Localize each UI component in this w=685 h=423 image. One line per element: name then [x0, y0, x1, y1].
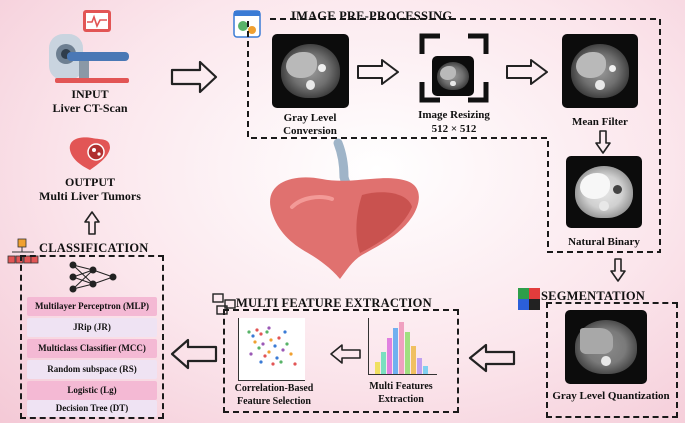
natural-binary-label: Natural Binary [568, 236, 640, 248]
neural-network-icon [68, 260, 118, 294]
feature-extraction-box [223, 309, 459, 413]
feature-extraction-title: MULTI FEATURE EXTRACTION [236, 296, 432, 310]
method-mlp: Multilayer Perceptron (MLP) [27, 297, 157, 316]
quantization-label: Gray Level Quantization [552, 390, 670, 402]
quantization-ct-image [565, 310, 647, 384]
liver-illustration [262, 138, 422, 283]
input-title: INPUT [71, 87, 109, 101]
method-jrip: JRip (JR) [27, 318, 157, 337]
gray-level-label: Gray Level Conversion [283, 112, 337, 137]
output-subtitle: Multi Liver Tumors [39, 189, 141, 203]
tumor-liver-icon [68, 134, 112, 172]
output-title: OUTPUT [64, 175, 115, 189]
arrow-down-icon [595, 130, 611, 159]
mean-filter-ct-image [562, 34, 638, 108]
mean-filter-label: Mean Filter [572, 116, 628, 128]
classification-title: CLASSIFICATION [39, 241, 149, 255]
method-dt: Decision Tree (DT) [27, 400, 157, 417]
segmentation-title: SEGMENTATION [541, 289, 646, 303]
arrow-right-icon [505, 58, 549, 91]
classification-icon [7, 238, 39, 268]
resizing-size: 512 × 512 [431, 123, 477, 135]
method-mcc: Multiclass Classifier (MCC) [27, 339, 157, 358]
feature-histogram [368, 318, 437, 375]
input-subtitle: Liver CT-Scan [52, 101, 128, 115]
method-lg: Logistic (Lg) [27, 381, 157, 400]
resize-icon [418, 32, 490, 104]
correlation-label: Correlation-Based Feature Selection [234, 383, 314, 407]
method-rs: Random subspace (RS) [27, 360, 157, 379]
segmentation-icon [518, 288, 540, 310]
arrow-down-icon [610, 258, 626, 287]
segmentation-box [546, 302, 678, 418]
classification-box [20, 255, 164, 419]
multi-features-label: Multi Features Extraction [369, 381, 433, 405]
ct-scanner-icon [45, 8, 135, 86]
gray-level-ct-image [272, 34, 349, 108]
resizing-label: Image Resizing [418, 109, 490, 121]
arrow-left-icon [170, 338, 218, 375]
arrow-left-icon [330, 344, 362, 369]
arrow-up-icon [84, 211, 100, 240]
arrow-left-icon [468, 343, 516, 378]
arrow-right-icon [356, 58, 400, 91]
arrow-right-icon [170, 60, 218, 99]
natural-binary-ct-image [566, 156, 642, 228]
correlation-scatter-plot [238, 318, 305, 381]
